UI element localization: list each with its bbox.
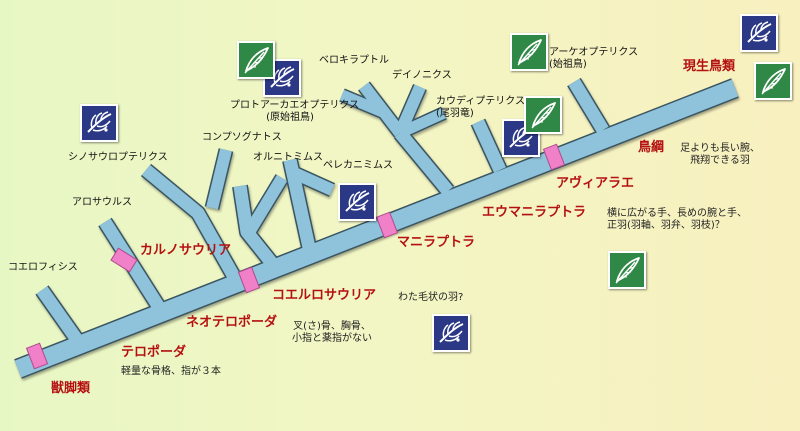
branch-deinonychus bbox=[394, 84, 426, 136]
species-archaeopteryx: アーケオプテリクス (始祖鳥) bbox=[549, 47, 638, 70]
species-ornithomimus: オルニトミムス bbox=[253, 152, 323, 163]
note-neotheropoda-line1: 叉(さ)骨、胸骨、 bbox=[293, 321, 371, 332]
clade-theropoda: テロポーダ bbox=[121, 345, 187, 360]
clade-maniraptora: マニラプトラ bbox=[397, 235, 476, 250]
clade-neotheropoda: ネオテロポーダ bbox=[186, 315, 278, 330]
note-neotheropoda-line2: 小指と薬指がない bbox=[292, 332, 372, 344]
note-neotheropoda: 叉(さ)骨、胸骨、 小指と薬指がない bbox=[282, 321, 382, 344]
fossil-feather-icon bbox=[338, 183, 376, 221]
feather-icon bbox=[237, 41, 275, 79]
clade-theropoda-kanji: 獣脚類 bbox=[51, 381, 91, 396]
fossil-feather-icon bbox=[502, 119, 540, 157]
species-compsognathus: コンプソグナトス bbox=[202, 132, 282, 143]
species-protarchaeopteryx: プロトアーカエオプテリクス (原始祖鳥) bbox=[230, 100, 360, 123]
species-protarchaeopteryx-alias: (原始祖鳥) bbox=[266, 111, 314, 123]
species-caudipteryx-name: カウディプテリクス bbox=[436, 96, 525, 107]
clade-carnosauria: カルノサウリア bbox=[140, 243, 232, 258]
species-archaeopteryx-alias: (始祖鳥) bbox=[549, 58, 587, 70]
species-caudipteryx: カウディプテリクス (尾羽竜) bbox=[436, 96, 525, 119]
species-deinonychus: デイノニクス bbox=[392, 70, 452, 81]
species-coelophysis: コエロフィシス bbox=[8, 262, 78, 273]
note-theropoda: 軽量な骨格、指が３本 bbox=[121, 366, 221, 377]
node-marker-maniraptora bbox=[375, 211, 399, 239]
species-caudipteryx-alias: (尾羽竜) bbox=[436, 107, 474, 119]
branch-fills bbox=[14, 78, 739, 378]
feather-icon bbox=[510, 33, 548, 71]
branch-maniraptora bbox=[394, 128, 454, 196]
species-pelecanimimus: ペレカニミムス bbox=[323, 160, 393, 171]
node-markers bbox=[25, 143, 566, 370]
fossil-feather-icon bbox=[80, 104, 118, 142]
note-aves-line1: 足よりも長い腕、 bbox=[680, 143, 760, 154]
node-marker-avialae bbox=[542, 143, 566, 171]
note-aves-line2: 飛翔できる羽 bbox=[690, 154, 750, 166]
clade-avialae: アヴィアラエ bbox=[556, 176, 635, 191]
note-coelurosauria: わた毛状の羽? bbox=[398, 292, 464, 303]
feather-icon bbox=[754, 62, 792, 100]
feather-icon bbox=[608, 251, 646, 289]
clade-coelurosauria: コエルロサウリア bbox=[272, 288, 377, 303]
fossil-feather-icon bbox=[740, 14, 778, 52]
note-aves: 足よりも長い腕、 飛翔できる羽 bbox=[670, 143, 770, 166]
clade-eumaniraptora: エウマニラプトラ bbox=[482, 205, 587, 220]
species-protarchaeopteryx-name: プロトアーカエオプテリクス bbox=[230, 100, 360, 111]
branch-pelecanimimus bbox=[289, 166, 335, 196]
species-allosaurus: アロサウルス bbox=[72, 197, 132, 208]
branch-allosaurus bbox=[99, 218, 168, 316]
node-marker-theropoda bbox=[25, 342, 49, 370]
species-velociraptor: ベロキラプトル bbox=[319, 55, 389, 66]
branch-eumaniraptora bbox=[472, 119, 506, 173]
node-marker-carnosauria bbox=[110, 247, 138, 273]
branch-ornithomimus-sub bbox=[242, 174, 288, 238]
branch-compsognathus bbox=[206, 148, 232, 210]
clade-modern-birds: 現生鳥類 bbox=[683, 59, 736, 74]
branch-sinosauropteryx bbox=[141, 164, 243, 286]
node-marker-neotheropoda bbox=[237, 266, 261, 294]
branch-archaeopteryx bbox=[568, 78, 609, 134]
note-eumaniraptora-line1: 横に広がる手、長めの腕と手、 bbox=[607, 208, 747, 219]
clade-aves: 鳥綱 bbox=[638, 140, 665, 155]
species-sinosauropteryx: シノサウロプテリクス bbox=[68, 152, 168, 163]
note-eumaniraptora-line2: 正羽(羽軸、羽弁、羽枝)？ bbox=[607, 219, 725, 231]
branch-deino-fork bbox=[339, 89, 388, 119]
branch-trunk bbox=[14, 79, 739, 378]
branch-coelophysis bbox=[36, 286, 86, 348]
branch-caudipteryx bbox=[397, 107, 447, 139]
feather-icon bbox=[524, 96, 562, 134]
fossil-feather-icon bbox=[432, 314, 470, 352]
note-eumaniraptora: 横に広がる手、長めの腕と手、 正羽(羽軸、羽弁、羽枝)？ bbox=[607, 208, 747, 231]
species-archaeopteryx-name: アーケオプテリクス bbox=[549, 47, 639, 58]
